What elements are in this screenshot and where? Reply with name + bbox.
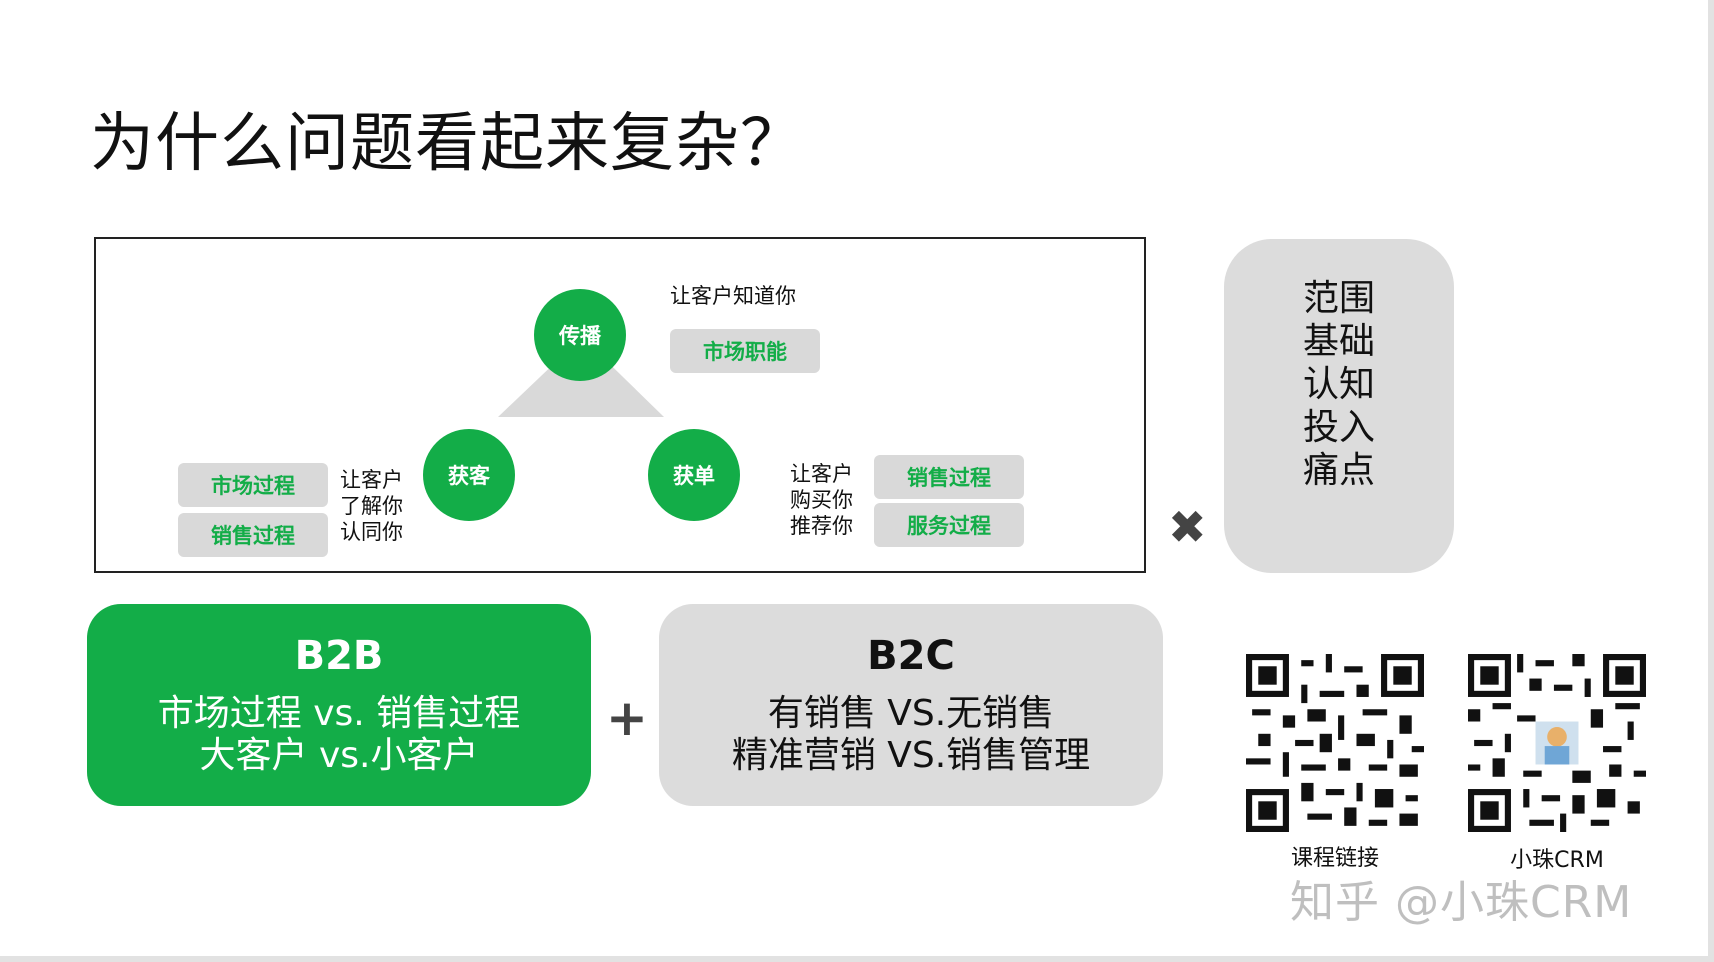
qr-label-account: 小珠CRM bbox=[1510, 848, 1604, 873]
qr-panel: 课程链接 小珠CRM bbox=[1228, 644, 1660, 873]
b2c-line-1: 有销售 VS.无销售 bbox=[767, 693, 1055, 734]
factor-investment: 投入 bbox=[1302, 407, 1375, 448]
slide-edge-bottom bbox=[0, 956, 1714, 962]
multiply-icon: ✖ bbox=[1168, 500, 1207, 554]
b2c-box: B2C 有销售 VS.无销售 精准营销 VS.销售管理 bbox=[659, 604, 1163, 806]
factor-scope: 范围 bbox=[1302, 278, 1375, 319]
top-note: 让客户知道你 bbox=[670, 284, 796, 308]
factors-box: 范围 基础 认知 投入 痛点 bbox=[1224, 239, 1454, 573]
tag-market-process: 市场过程 bbox=[178, 463, 328, 507]
plus-icon: + bbox=[606, 689, 648, 747]
qr-code-course-icon[interactable] bbox=[1246, 654, 1424, 832]
b2b-line-2: 大客户 vs.小客户 bbox=[199, 735, 479, 776]
qr-code-account-icon[interactable] bbox=[1468, 654, 1646, 832]
b2b-box: B2B 市场过程 vs. 销售过程 大客户 vs.小客户 bbox=[87, 604, 591, 806]
node-acquire: 获客 bbox=[423, 429, 515, 521]
funnel-diagram: 传播 获客 获单 让客户知道你 市场职能 市场过程 销售过程 让客户 了解你 认… bbox=[94, 237, 1146, 573]
qr-label-course: 课程链接 bbox=[1290, 846, 1379, 871]
node-order: 获单 bbox=[648, 429, 740, 521]
watermark: 知乎 @小珠CRM bbox=[1290, 877, 1633, 928]
b2c-header: B2C bbox=[867, 633, 955, 679]
tag-service-process: 服务过程 bbox=[874, 503, 1024, 547]
node-spread: 传播 bbox=[534, 289, 626, 381]
b2b-header: B2B bbox=[294, 633, 384, 679]
left-note: 让客户 了解你 认同你 bbox=[340, 468, 403, 544]
right-note: 让客户 购买你 推荐你 bbox=[790, 462, 853, 538]
b2b-line-1: 市场过程 vs. 销售过程 bbox=[157, 693, 521, 734]
page-title: 为什么问题看起来复杂？ bbox=[90, 107, 805, 181]
slide-edge-right bbox=[1708, 0, 1714, 962]
factor-foundation: 基础 bbox=[1302, 321, 1375, 362]
tag-market-function: 市场职能 bbox=[670, 329, 820, 373]
factor-cognition: 认知 bbox=[1302, 364, 1375, 405]
factor-pain-point: 痛点 bbox=[1302, 450, 1375, 491]
tag-sales-process-left: 销售过程 bbox=[178, 513, 328, 557]
tag-sales-process-right: 销售过程 bbox=[874, 455, 1024, 499]
b2c-line-2: 精准营销 VS.销售管理 bbox=[731, 735, 1091, 776]
